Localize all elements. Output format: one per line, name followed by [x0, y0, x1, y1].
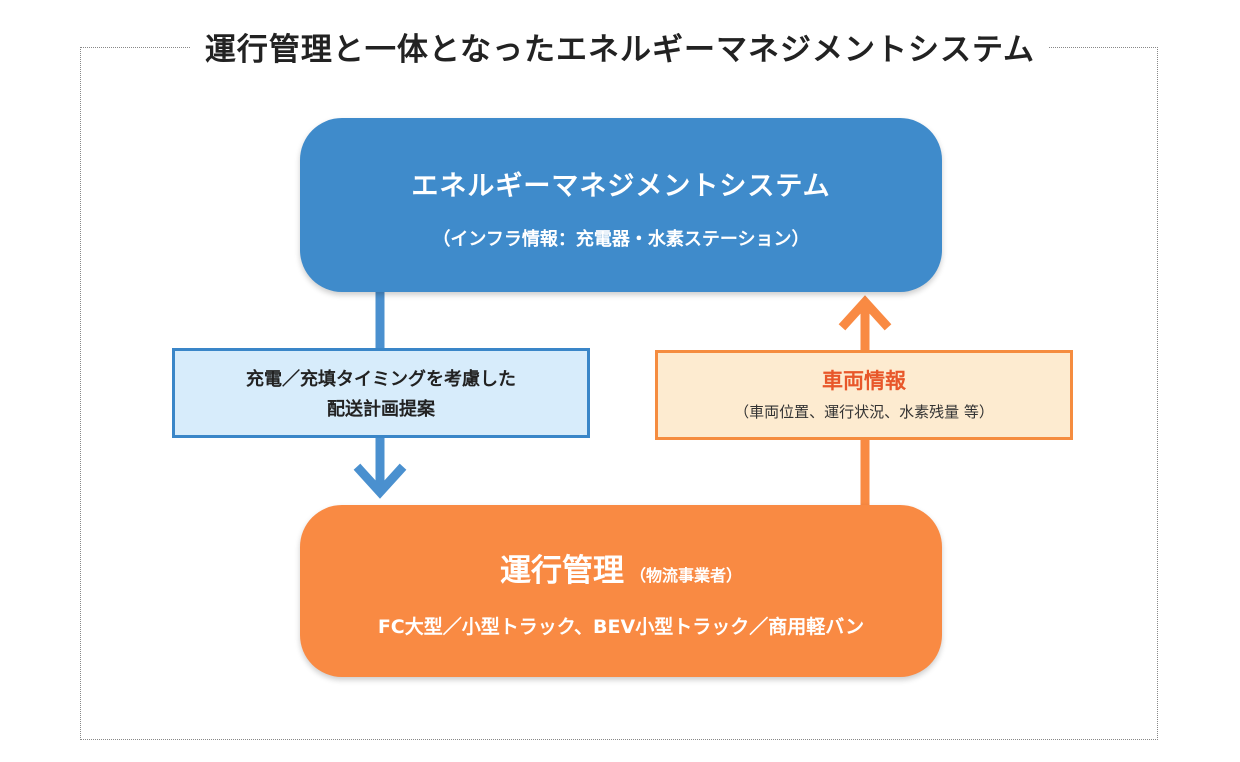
- plan-line-1: 充電／充填タイミングを考慮した: [246, 369, 516, 390]
- plan-line-2: 配送計画提案: [327, 399, 435, 420]
- up-arrow: [838, 295, 892, 505]
- ems-subtitle: （インフラ情報：充電器・水素ステーション）: [432, 229, 810, 250]
- operations-heading-row: 運行管理 （物流事業者）: [300, 545, 942, 590]
- diagram-title-wrap: 運行管理と一体となったエネルギーマネジメントシステム: [0, 24, 1240, 69]
- operations-subtitle: FC大型／小型トラック、BEV小型トラック／商用軽バン: [377, 616, 865, 638]
- vehicle-info-subtitle: （車両位置、運行状況、水素残量 等）: [734, 403, 994, 421]
- delivery-plan-box: 充電／充填タイミングを考慮した 配送計画提案: [172, 348, 590, 438]
- operations-heading-note: （物流事業者）: [629, 566, 742, 585]
- energy-management-system-box: エネルギーマネジメントシステム （インフラ情報：充電器・水素ステーション）: [300, 118, 942, 292]
- vehicle-info-heading: 車両情報: [822, 369, 906, 393]
- ems-heading: エネルギーマネジメントシステム: [411, 171, 831, 202]
- diagram-title: 運行管理と一体となったエネルギーマネジメントシステム: [190, 32, 1050, 68]
- down-arrow: [353, 292, 407, 499]
- operations-management-box: 運行管理 （物流事業者） FC大型／小型トラック、BEV小型トラック／商用軽バン: [300, 505, 942, 677]
- vehicle-info-box: 車両情報 （車両位置、運行状況、水素残量 等）: [655, 350, 1073, 440]
- operations-heading: 運行管理: [499, 553, 624, 589]
